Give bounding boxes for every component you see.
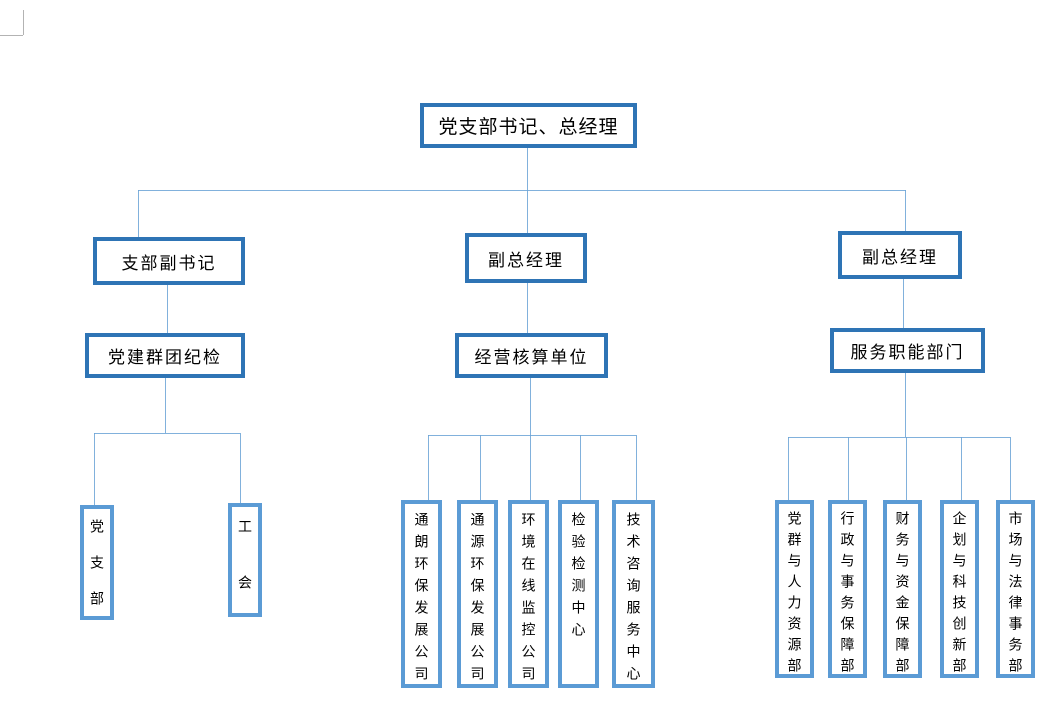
org-node-service-depts-label: 服务职能部门 [850, 343, 965, 362]
connector-party-bar [94, 433, 240, 434]
connector-ops-drop-5 [636, 435, 637, 500]
org-leaf-monitoring-company[interactable]: 环境在线监控公司 [508, 500, 549, 688]
connector-party-stem [165, 378, 166, 433]
org-node-accounting-units-label: 经营核算单位 [474, 348, 589, 367]
org-leaf-labor-union[interactable]: 工会 [228, 503, 262, 631]
connector-svc-drop-5 [1010, 437, 1011, 500]
connector-svc-drop-2 [848, 437, 849, 500]
page-corner-mark-vertical [23, 10, 24, 35]
connector-svc-drop-1 [788, 437, 789, 500]
connector-l2l3-left [167, 285, 168, 333]
connector-svc-drop-3 [906, 437, 907, 500]
org-node-deputy-gm-right-label: 副总经理 [862, 247, 938, 267]
org-leaf-party-branch[interactable]: 党支部 [80, 505, 114, 627]
connector-drop-left [138, 190, 139, 237]
org-node-deputy-secretary-label: 支部副书记 [121, 253, 217, 273]
org-leaf-finance-dept[interactable]: 财务与资金保障部 [883, 500, 922, 679]
org-node-party-group[interactable]: 党建群团纪检 [85, 333, 245, 378]
org-node-service-depts[interactable]: 服务职能部门 [830, 328, 985, 373]
connector-l2l3-right [903, 279, 904, 328]
org-leaf-hr-dept[interactable]: 党群与人力资源部 [775, 500, 814, 679]
connector-svc-bar [788, 437, 1010, 438]
connector-ops-bar [428, 435, 636, 436]
connector-root-bar [138, 190, 906, 191]
connector-ops-drop-3 [530, 435, 531, 500]
connector-root-stem [527, 148, 528, 190]
connector-drop-right [905, 190, 906, 231]
org-node-deputy-gm-right[interactable]: 副总经理 [838, 231, 962, 279]
org-leaf-tongyuan-company[interactable]: 通源环保发展公司 [457, 500, 498, 688]
org-leaf-consulting-center[interactable]: 技术咨询服务中心 [612, 500, 655, 688]
connector-ops-drop-2 [480, 435, 481, 500]
connector-drop-center [527, 190, 528, 233]
connector-ops-drop-1 [428, 435, 429, 500]
org-node-deputy-secretary[interactable]: 支部副书记 [93, 237, 245, 285]
connector-svc-drop-4 [961, 437, 962, 500]
connector-party-drop-2 [240, 433, 241, 503]
org-leaf-tonglang-company[interactable]: 通朗环保发展公司 [401, 500, 442, 688]
page-corner-mark-horizontal [0, 35, 23, 36]
org-node-party-group-label: 党建群团纪检 [108, 348, 222, 367]
org-node-root[interactable]: 党支部书记、总经理 [420, 103, 637, 148]
connector-l2l3-center [527, 283, 528, 333]
connector-party-drop-1 [94, 433, 95, 505]
org-node-deputy-gm-center[interactable]: 副总经理 [465, 233, 587, 283]
org-leaf-inspection-center[interactable]: 检验检测中心 [558, 500, 599, 688]
connector-ops-stem [530, 378, 531, 435]
connector-svc-stem [905, 373, 906, 437]
org-leaf-legal-dept[interactable]: 市场与法律事务部 [996, 500, 1035, 679]
org-node-deputy-gm-center-label: 副总经理 [488, 250, 564, 270]
org-leaf-admin-dept[interactable]: 行政与事务保障部 [828, 500, 867, 679]
connector-ops-drop-4 [580, 435, 581, 500]
org-leaf-planning-dept[interactable]: 企划与科技创新部 [940, 500, 979, 679]
org-node-accounting-units[interactable]: 经营核算单位 [455, 333, 608, 378]
org-node-root-label: 党支部书记、总经理 [438, 117, 619, 138]
